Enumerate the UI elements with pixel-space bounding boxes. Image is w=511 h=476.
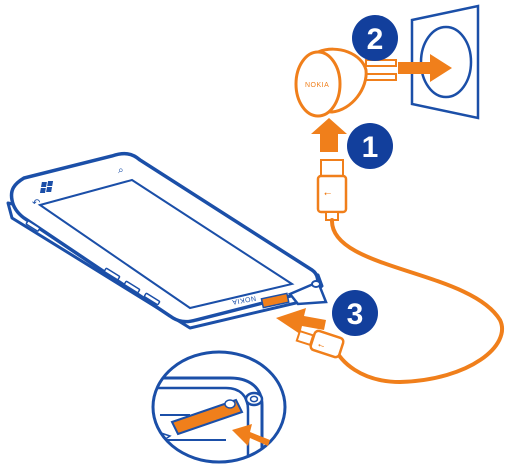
headset-jack[interactable] [311,280,321,288]
step-number: 3 [347,298,364,331]
camera-button[interactable] [143,292,161,306]
connect-cable-arrow [311,118,347,152]
plug-in-arrow [398,54,452,82]
usb-port[interactable] [260,292,290,309]
charger-brand-label: NOKIA [305,82,329,89]
volume-down-button[interactable] [123,280,141,294]
windows-key-icon[interactable] [39,181,54,193]
step-badge-1: 1 [347,123,393,169]
wall-charger: NOKIA [294,47,397,118]
usb-icon: ⭠ [324,189,331,199]
step-badge-2: 2 [352,15,398,61]
insert-usb-arrow [276,308,326,334]
step-badge-3: 3 [332,290,378,336]
port-detail-inset [151,350,287,464]
step-number: 2 [367,23,384,56]
smartphone: ↶ ⌕ NOKIA [6,151,328,330]
usb-connector-top: ⭠ [316,159,348,221]
volume-up-button[interactable] [103,267,121,281]
step-number: 1 [362,131,379,164]
phone-brand-label: NOKIA [231,294,256,305]
power-button[interactable] [25,220,41,232]
usb-connector-phone: ⭠ [295,329,345,359]
open-cover-arrow [232,424,270,446]
search-key-icon[interactable]: ⌕ [118,165,124,176]
back-key-icon[interactable]: ↶ [32,198,40,209]
svg-text:⭠: ⭠ [317,340,326,351]
usb-cable [329,218,504,385]
